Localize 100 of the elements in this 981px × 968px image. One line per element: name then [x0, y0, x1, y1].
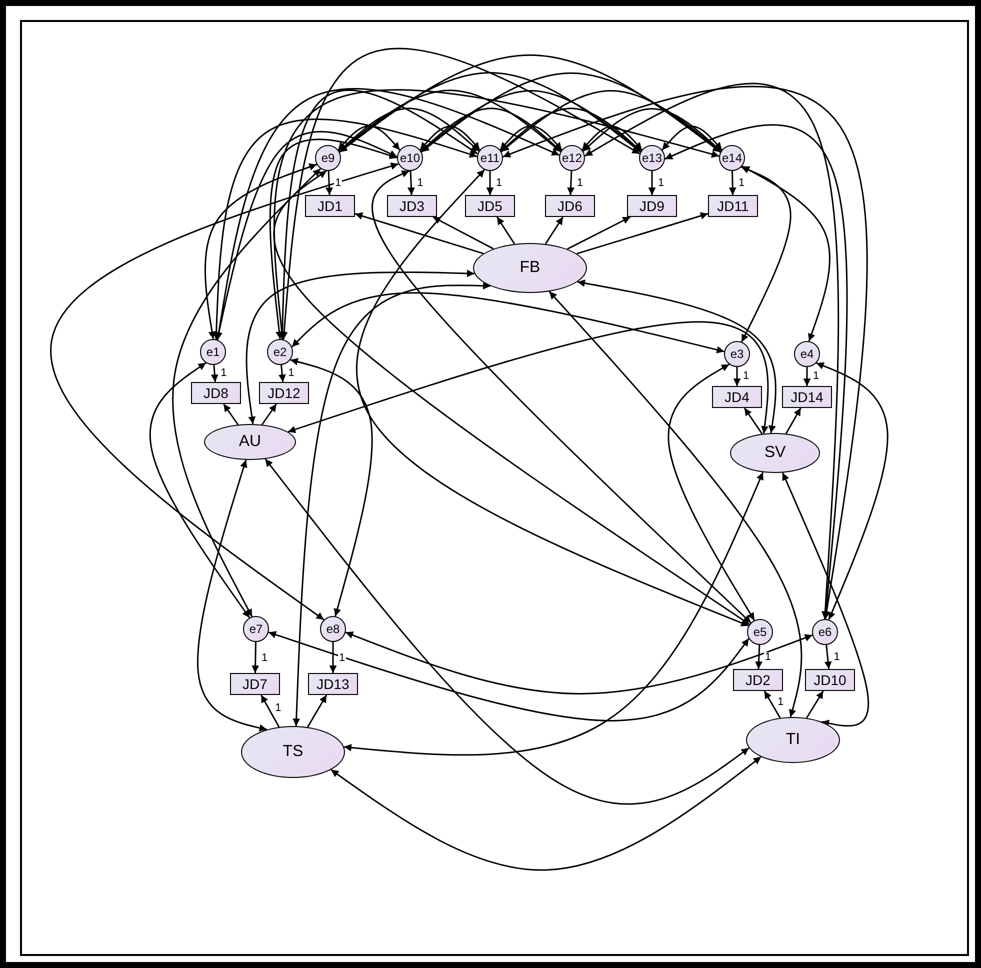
indicator-box: JD2: [733, 669, 783, 691]
arrow: [260, 694, 280, 728]
latent-ellipse: TI: [746, 717, 840, 763]
arrow: [755, 644, 763, 670]
covariance-arrow: [212, 118, 478, 340]
covariance-arrow: [816, 362, 888, 620]
covariance-arrow: [290, 358, 373, 616]
error-circle: e8: [320, 616, 346, 642]
covariance-arrow: [338, 108, 480, 152]
covariance-arrow: [421, 72, 721, 153]
arrow: [407, 170, 415, 196]
covariance-arrow: [215, 88, 560, 340]
arrow: [728, 170, 736, 196]
indicator-box: JD7: [230, 673, 280, 695]
arrow: [223, 404, 239, 426]
covariance-arrow: [742, 166, 830, 342]
indicator-box: JD1: [305, 195, 355, 217]
covariance-arrow: [339, 72, 641, 153]
error-circle: e14: [719, 145, 745, 171]
arrow: [210, 364, 218, 382]
arrow: [785, 408, 802, 434]
arrow: [764, 690, 781, 718]
covariance-arrow: [50, 162, 399, 620]
error-circle: e12: [559, 145, 585, 171]
covariance-arrow: [292, 282, 491, 726]
latent-ellipse: AU: [204, 424, 296, 460]
error-circle: e1: [200, 339, 226, 365]
arrow: [733, 367, 741, 386]
covariance-arrow: [288, 321, 769, 434]
covariance-arrow: [197, 460, 268, 732]
arrow: [744, 408, 763, 434]
arrow: [354, 212, 484, 254]
error-circle: e6: [812, 619, 838, 645]
arrow: [806, 690, 824, 718]
covariance-arrow: [577, 280, 776, 434]
covariance-arrow: [274, 89, 720, 340]
covariance-arrow: [280, 48, 640, 340]
covariance-arrow: [273, 170, 750, 625]
arrow: [803, 367, 811, 386]
covariance-arrow: [741, 166, 792, 342]
arrow: [261, 404, 277, 426]
covariance-arrow: [582, 108, 722, 152]
indicator-box: JD10: [805, 669, 855, 691]
covariance-arrow: [246, 270, 474, 424]
covariance-arrow: [782, 472, 870, 727]
covariance-arrow: [204, 163, 317, 340]
covariance-arrow: [502, 86, 868, 620]
covariance-arrow: [264, 458, 750, 805]
covariance-arrow: [548, 291, 802, 718]
arrow: [567, 170, 575, 196]
arrow: [566, 216, 631, 250]
error-circle: e3: [724, 341, 750, 367]
covariance-arrow: [662, 126, 722, 150]
arrow: [325, 170, 333, 196]
indicator-box: JD9: [627, 195, 677, 217]
arrow: [278, 364, 286, 382]
error-circle: e7: [243, 616, 269, 642]
latent-ellipse: FB: [473, 243, 587, 293]
arrow: [544, 216, 564, 244]
indicator-box: JD13: [308, 673, 358, 695]
arrow: [648, 171, 656, 195]
arrow: [496, 216, 516, 244]
covariance-arrow: [172, 168, 322, 617]
arrow: [432, 216, 494, 250]
covariance-arrow: [500, 108, 642, 152]
error-circle: e10: [397, 145, 423, 171]
covariance-arrow: [269, 138, 398, 340]
covariance-arrow: [500, 125, 562, 150]
arrow: [824, 644, 832, 670]
covariance-arrow: [345, 632, 813, 694]
indicator-box: JD14: [782, 386, 832, 408]
error-circle: e13: [639, 145, 665, 171]
indicator-box: JD3: [387, 195, 437, 217]
indicator-box: JD6: [545, 195, 595, 217]
covariance-arrow: [268, 631, 750, 722]
covariance-arrow: [582, 126, 642, 150]
covariance-arrow: [330, 756, 762, 871]
indicator-box: JD11: [708, 195, 758, 217]
arrow: [329, 642, 337, 673]
covariance-arrow: [278, 90, 478, 340]
arrow: [252, 642, 260, 674]
covariance-arrow: [338, 125, 400, 150]
indicator-box: JD12: [259, 382, 309, 404]
covariance-arrow: [344, 472, 764, 756]
covariance-arrow: [664, 124, 848, 620]
error-circle: e11: [477, 145, 503, 171]
covariance-arrow: [291, 292, 724, 354]
covariance-arrow: [668, 364, 755, 621]
indicator-box: JD4: [712, 386, 762, 408]
arrow: [576, 212, 708, 254]
indicator-box: JD5: [465, 195, 515, 217]
covariance-arrow: [339, 54, 721, 153]
error-circle: e5: [747, 619, 773, 645]
covariance-arrow: [584, 83, 840, 620]
indicator-box: JD8: [191, 382, 241, 404]
covariance-arrow: [149, 362, 250, 618]
latent-ellipse: SV: [730, 433, 820, 473]
covariance-arrow: [420, 126, 480, 150]
arrow: [307, 694, 328, 728]
error-circle: e2: [267, 339, 293, 365]
